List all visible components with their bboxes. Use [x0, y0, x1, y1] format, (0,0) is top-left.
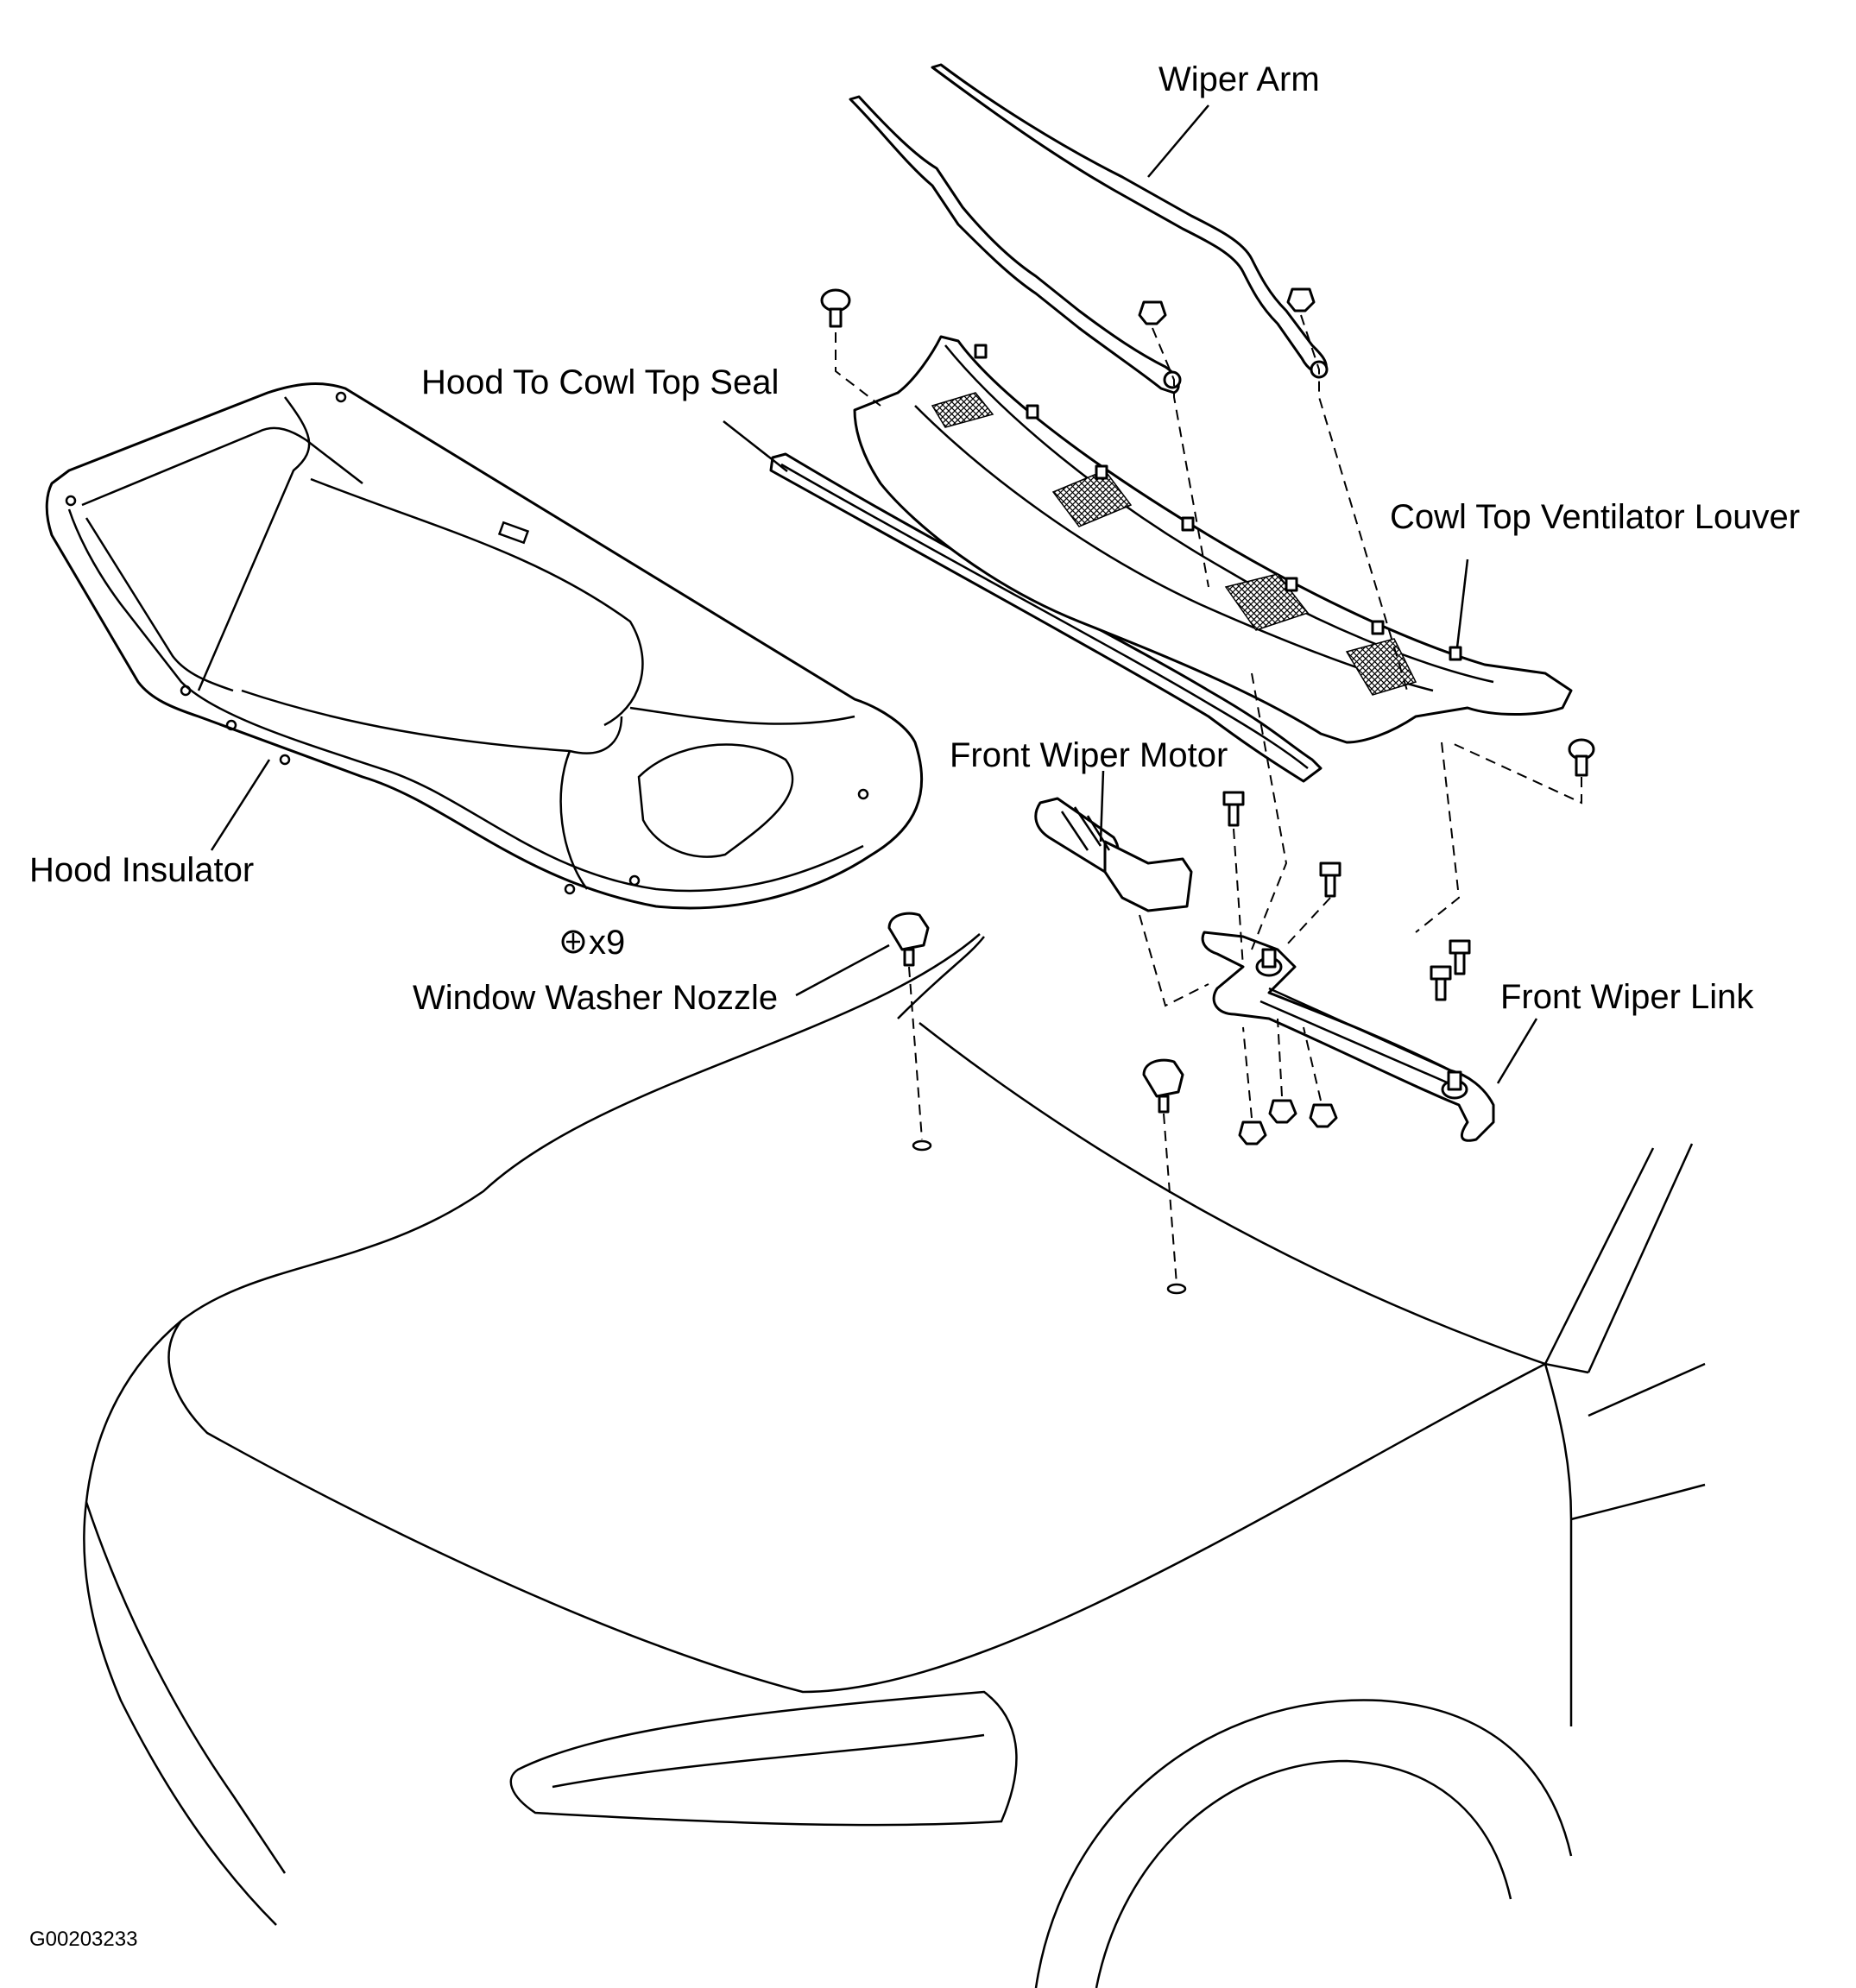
nut-lower-2 [1268, 1099, 1297, 1124]
bolt-3 [1449, 939, 1471, 975]
front-wiper-motor-part [1034, 770, 1209, 1007]
insulator-rib-2 [197, 396, 311, 691]
louver-clip-left [820, 288, 851, 328]
wheel-arch-inner [1095, 1759, 1512, 1988]
dash-nuts [1242, 1018, 1322, 1119]
dash-nozzle-left [908, 966, 923, 1140]
link-rod-2 [1268, 987, 1451, 1072]
dash-bolt-1 [1233, 828, 1244, 968]
nozzle-left-stem [903, 948, 915, 967]
dash-clip-left [835, 332, 881, 407]
hood-center-crease [919, 1022, 1546, 1366]
wiper-arm-left [849, 95, 1180, 394]
wiper-arm-part [849, 63, 1329, 394]
insulator-rib-4 [310, 477, 644, 727]
fender-line-inner [1570, 1483, 1706, 1521]
door-line [1588, 1362, 1706, 1417]
upper-fasteners [820, 287, 1595, 805]
dash-link-louver [1251, 672, 1288, 950]
hood-outline [167, 933, 1589, 1694]
louver-leader [1455, 559, 1469, 648]
louver-ridge [944, 344, 1494, 684]
insulator-rib-1 [81, 426, 363, 507]
bolt-2 [1319, 861, 1341, 898]
nut-lower-3 [1309, 1103, 1338, 1128]
dash-link-louver-2 [1415, 742, 1461, 933]
link-shaft-left [1261, 948, 1277, 969]
label-front-wiper-motor: Front Wiper Motor [950, 736, 1228, 774]
window-washer-nozzle-part [795, 912, 1184, 1285]
insulator-rib-5 [241, 689, 623, 754]
dash-bolt-2 [1285, 897, 1331, 946]
seal-strip-edge [780, 463, 1309, 769]
motor-gearbox [1103, 840, 1193, 912]
headlamp [509, 1690, 1018, 1827]
bolt-1 [1222, 791, 1245, 827]
dash-motor [1139, 914, 1209, 1007]
dash-nut-right [1300, 314, 1408, 691]
insulator-rib-7 [629, 706, 855, 725]
insulator-inner-edge [67, 508, 864, 893]
louver-clip-right [1568, 738, 1595, 777]
label-front-wiper-link: Front Wiper Link [1500, 978, 1754, 1016]
nozzle-hole-left [912, 1139, 932, 1152]
bolt-4 [1430, 965, 1452, 1001]
motor-leader [1099, 770, 1105, 843]
nozzle-right-stem [1158, 1095, 1170, 1114]
link-shaft-right [1447, 1070, 1462, 1091]
fender-line [1544, 1363, 1573, 1726]
nozzle-leader [795, 944, 890, 997]
label-cowl-top-ventilator-louver: Cowl Top Ventilator Louver [1390, 498, 1800, 536]
louver-ridge-2 [914, 405, 1434, 692]
insulator-cutout [637, 743, 794, 858]
nut-lower-1 [1238, 1120, 1267, 1145]
front-wiper-link-part [1201, 931, 1538, 1142]
cowl-top-ventilator-louver-part [853, 335, 1573, 744]
headlamp-inner [552, 1733, 985, 1789]
wiper-nut-right [1286, 287, 1316, 312]
wiper-arm-leader [1147, 104, 1209, 178]
push-clip-icon [561, 930, 585, 954]
hood-insulator-outline [45, 382, 924, 910]
insulator-rib-6 [559, 750, 589, 890]
dash-clip-right [1449, 742, 1582, 805]
cowl-line [897, 936, 985, 1019]
motor-ribs [1060, 806, 1111, 851]
a-pillar [1544, 1147, 1655, 1365]
label-hood-to-cowl-top-seal: Hood To Cowl Top Seal [421, 363, 779, 401]
label-hood-insulator: Hood Insulator [29, 851, 254, 889]
vehicle-front-body [83, 933, 1706, 1988]
insulator-clip-holes [65, 391, 869, 895]
a-pillar-rear [1587, 1143, 1694, 1373]
wiper-arm-right [931, 63, 1328, 375]
figure-id: G00203233 [29, 1928, 137, 1951]
louver-mesh-1 [931, 392, 994, 428]
louver-mesh-4 [1345, 638, 1417, 696]
louver-tabs [974, 344, 1462, 661]
insulator-rib-3 [85, 517, 234, 692]
dash-nozzle-right [1163, 1113, 1177, 1285]
link-leader [1496, 1018, 1538, 1084]
label-clip-count: x9 [589, 924, 625, 962]
nozzle-hole-right [1166, 1283, 1187, 1295]
bumper-lower [85, 1501, 287, 1874]
wheel-arch [1034, 1699, 1573, 1988]
nozzle-right [1142, 1058, 1184, 1098]
louver-mesh-2 [1051, 470, 1133, 527]
hood-insulator-leader [210, 759, 271, 851]
link-plate [1201, 931, 1495, 1142]
wiper-nut-left [1138, 300, 1167, 325]
seal-leader [723, 420, 788, 472]
nozzle-left [887, 912, 930, 951]
label-wiper-arm: Wiper Arm [1158, 60, 1320, 98]
hood-insulator-part [45, 382, 924, 910]
wiper-arm-left-pivot [1163, 370, 1182, 389]
link-bolts [1222, 672, 1471, 1145]
front-bumper [83, 1320, 277, 1926]
label-window-washer-nozzle: Window Washer Nozzle [413, 979, 778, 1017]
link-rod-1 [1259, 1000, 1460, 1089]
